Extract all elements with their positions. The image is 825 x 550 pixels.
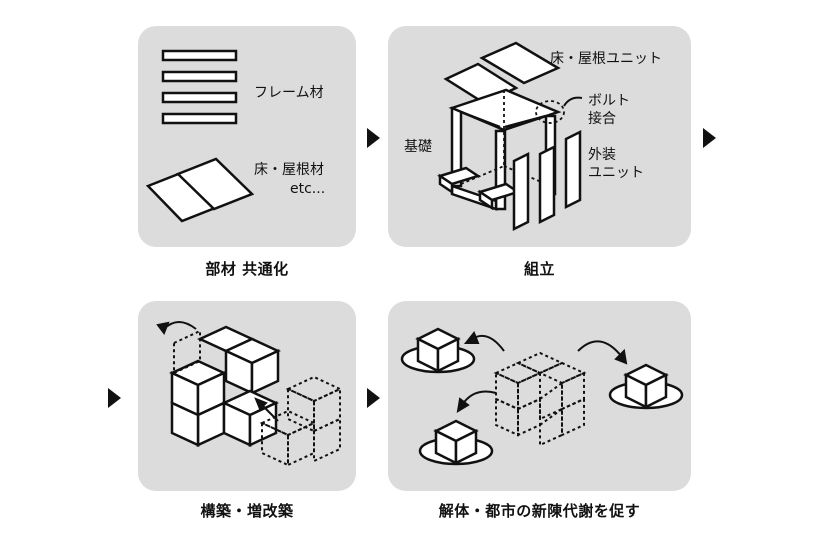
flow-arrow-icon xyxy=(108,388,121,408)
floor-roof-material-label: 床・屋根材 xyxy=(254,162,324,178)
panel-assembly: 床・屋根ユニット ボルト 接合 基礎 外装 ユニット xyxy=(388,26,691,247)
caption-demolition-renewal: 解体・都市の新陳代謝を促す xyxy=(438,502,641,520)
stacked-cubes-icon xyxy=(156,321,343,467)
etc-label: etc... xyxy=(290,181,326,197)
flow-arrow-icon xyxy=(367,388,380,408)
caption-construction-expansion: 構築・増改築 xyxy=(200,502,294,520)
assembled-unit-icon xyxy=(437,41,583,232)
relocated-cubes-icon xyxy=(400,327,684,466)
flow-arrow-icon xyxy=(703,128,716,148)
panel-demolition-renewal xyxy=(388,301,691,491)
bolt-label-line2: 接合 xyxy=(588,111,616,127)
bolt-label-line1: ボルト xyxy=(588,93,630,109)
panel-construction-expansion xyxy=(138,301,356,491)
floor-roof-unit-label: 床・屋根ユニット xyxy=(550,51,662,67)
exterior-unit-label-line1: 外装 xyxy=(588,147,616,163)
frame-bars-icon xyxy=(145,49,255,223)
flow-arrow-icon xyxy=(367,128,380,148)
panel-shared-materials: フレーム材 床・屋根材 etc... xyxy=(138,26,356,247)
caption-assembly: 組立 xyxy=(523,260,555,278)
frame-material-label: フレーム材 xyxy=(254,85,324,101)
caption-shared-materials: 部材 共通化 xyxy=(205,260,289,278)
exterior-unit-label-line2: ユニット xyxy=(588,165,644,181)
foundation-label: 基礎 xyxy=(404,139,432,155)
